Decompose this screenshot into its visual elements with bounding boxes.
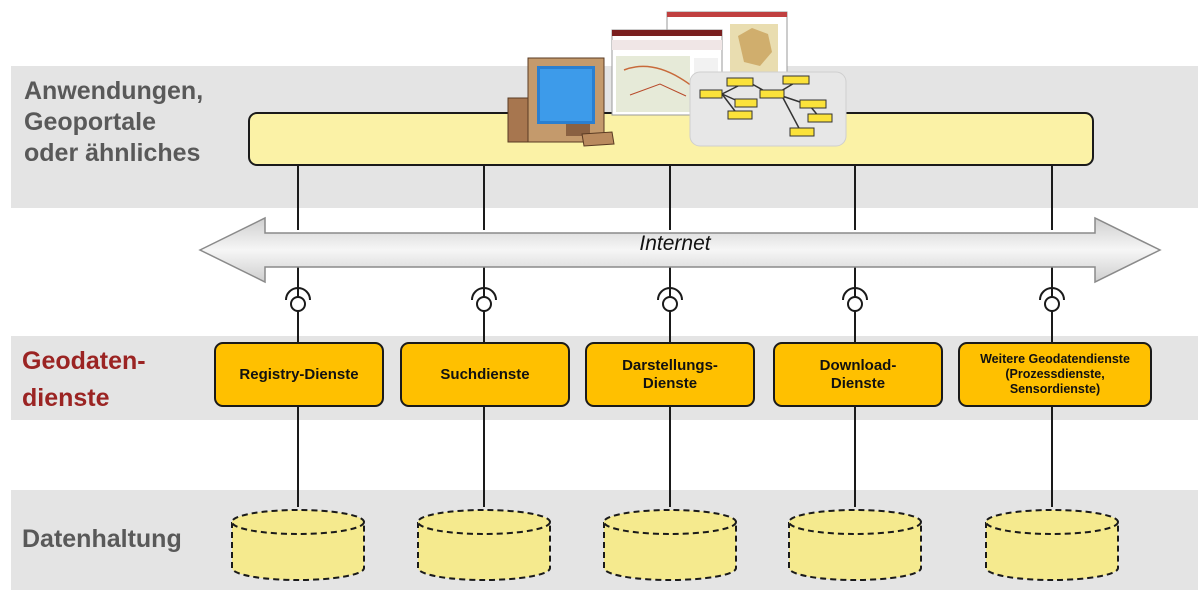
applications-bar xyxy=(248,112,1094,166)
service-box-view: Darstellungs- Dienste xyxy=(585,342,755,407)
datastore-3 xyxy=(603,509,737,581)
services-layer-label-line1: Geodaten- xyxy=(22,347,146,375)
services-layer-label-line2: dienste xyxy=(22,384,110,412)
datastore-1 xyxy=(231,509,365,581)
internet-label: Internet xyxy=(639,232,711,255)
storage-layer-label: Datenhaltung xyxy=(22,525,182,553)
datastore-4 xyxy=(788,509,922,581)
datastore-5 xyxy=(985,509,1119,581)
interface-sockets xyxy=(285,287,1065,312)
service-box-download: Download- Dienste xyxy=(773,342,943,407)
top-connectors xyxy=(297,166,1053,230)
datastore-cylinders xyxy=(231,509,1119,581)
computer-icon xyxy=(507,57,615,147)
workflow-diagram-icon xyxy=(689,71,847,147)
applications-layer-label: Anwendungen, Geoportale oder ähnliches xyxy=(24,77,204,167)
service-box-registry: Registry-Dienste xyxy=(214,342,384,407)
service-box-search: Suchdienste xyxy=(400,342,570,407)
datastore-2 xyxy=(417,509,551,581)
service-box-further: Weitere Geodatendienste (Prozessdienste,… xyxy=(958,342,1152,407)
storage-connectors xyxy=(297,407,1053,507)
internet-arrow xyxy=(198,216,1162,284)
